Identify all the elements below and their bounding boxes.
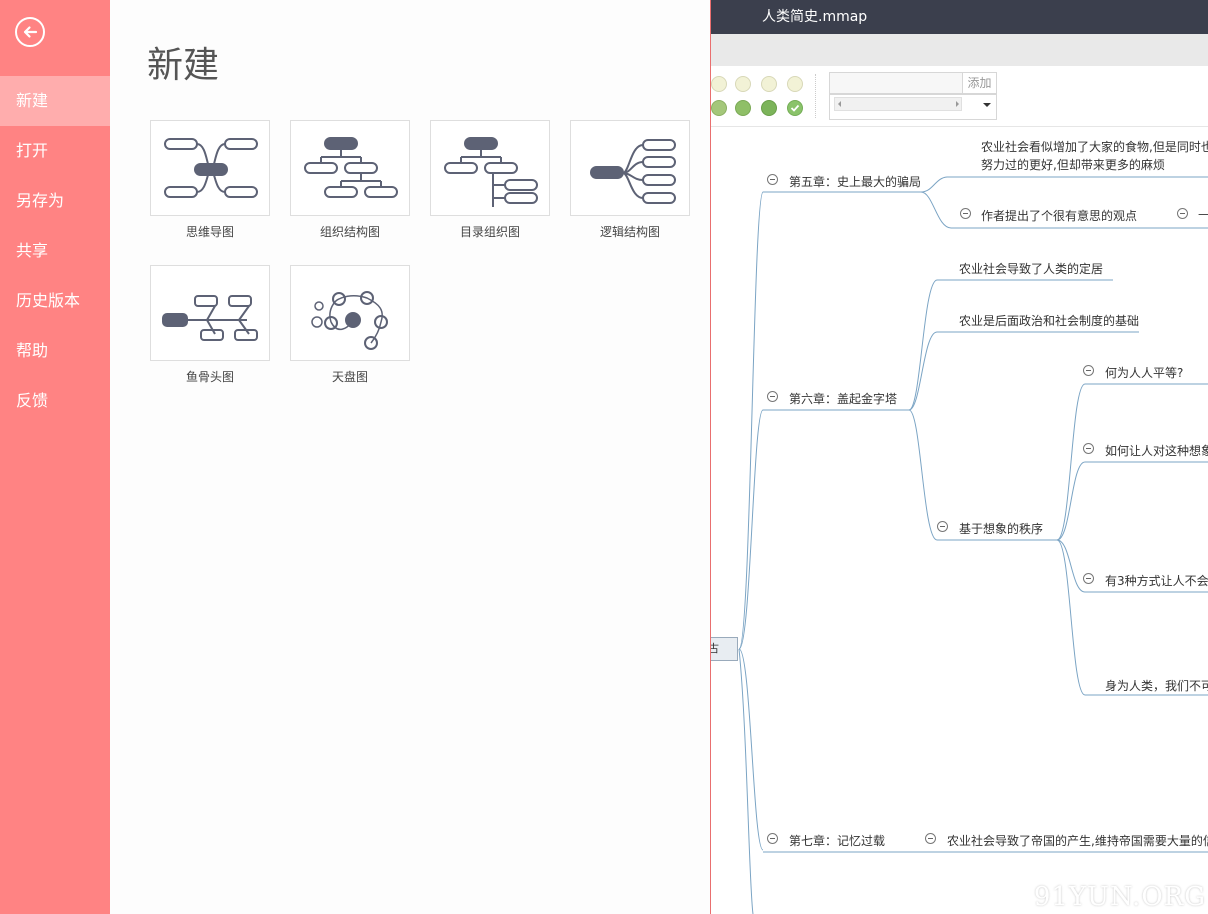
watermark: 91YUN.ORG (1033, 882, 1206, 912)
topic-settlement[interactable]: 农业社会导致了人类的定居 (959, 262, 1104, 276)
toolbar: 添加 (711, 66, 1208, 127)
collapse-toggle[interactable] (1177, 208, 1188, 219)
progress-icon[interactable] (735, 100, 751, 116)
menu-bar (711, 34, 1208, 66)
template-thumbnail (430, 120, 550, 216)
template-logic-chart[interactable]: 逻辑结构图 (570, 120, 690, 240)
horizontal-scrollbar[interactable] (834, 97, 962, 111)
sidebar-item-help[interactable]: 帮助 (16, 341, 49, 360)
topic-chapter-5-note-line2: 努力过的更好,但却带来更多的麻烦 (981, 158, 1165, 172)
template-org-chart[interactable]: 组织结构图 (290, 120, 410, 240)
template-mind-map[interactable]: 思维导图 (150, 120, 270, 240)
mind-map-connectors (738, 176, 1208, 914)
topic-imagined-order[interactable]: 基于想象的秩序 (959, 522, 1044, 536)
sidebar-item-share[interactable]: 共享 (16, 241, 49, 260)
topic-as-humans[interactable]: 身为人类，我们不可 (1105, 679, 1208, 693)
logic-chart-icon (590, 139, 676, 204)
arrow-left-icon (23, 26, 38, 38)
template-thumbnail (150, 120, 270, 216)
back-button[interactable] (15, 17, 45, 47)
fishbone-icon (162, 295, 258, 341)
topic-equality[interactable]: 何为人人平等? (1105, 366, 1184, 380)
topic-empire[interactable]: 农业社会导致了帝国的产生,维持帝国需要大量的信 (947, 834, 1208, 848)
template-thumbnail (150, 265, 270, 361)
collapse-toggle[interactable] (767, 174, 778, 185)
template-label: 思维导图 (185, 225, 234, 239)
progress-icon[interactable] (761, 100, 777, 116)
mind-map-icon (164, 138, 258, 198)
template-thumbnail (290, 265, 410, 361)
template-directory-chart[interactable]: 目录组织图 (430, 120, 550, 240)
topic-chapter-6[interactable]: 第六章：盖起金字塔 (789, 392, 898, 406)
collapse-toggle[interactable] (1083, 443, 1094, 454)
topic-three-ways[interactable]: 有3种方式让人不会 (1105, 574, 1208, 588)
add-button[interactable]: 添加 (963, 72, 997, 94)
topic-chapter-5-note-line1[interactable]: 农业社会看似增加了大家的食物,但是同时也 (981, 140, 1208, 154)
template-label: 鱼骨头图 (185, 370, 234, 384)
topic-author-viewpoint[interactable]: 作者提出了个很有意思的观点 (981, 209, 1138, 223)
toolbar-separator (815, 74, 817, 118)
sidebar-item-save-as[interactable]: 另存为 (16, 191, 65, 210)
template-label: 天盘图 (331, 370, 368, 384)
new-panel: 新建 思维导图 组织结构图 (110, 0, 710, 914)
progress-icon[interactable] (711, 76, 727, 92)
topic-author-viewpoint-child[interactable]: — (1198, 207, 1208, 221)
title-bar: 人类简史.mmap (711, 0, 1208, 34)
template-label: 组织结构图 (319, 225, 380, 239)
topic-belief[interactable]: 如何让人对这种想象 (1105, 444, 1208, 458)
progress-icon[interactable] (735, 76, 751, 92)
document-title: 人类简史.mmap (762, 9, 868, 25)
add-select[interactable] (829, 94, 997, 120)
page-title: 新建 (147, 45, 220, 86)
template-celestial[interactable]: 天盘图 (290, 265, 410, 385)
topic-chapter-7[interactable]: 第七章：记忆过载 (789, 834, 886, 848)
sidebar-item-history[interactable]: 历史版本 (16, 291, 81, 310)
progress-icon[interactable] (787, 76, 803, 92)
template-label: 目录组织图 (459, 225, 520, 239)
celestial-map-icon (311, 291, 388, 350)
collapse-toggle[interactable] (960, 208, 971, 219)
topic-agriculture-foundation[interactable]: 农业是后面政治和社会制度的基础 (959, 314, 1140, 328)
progress-icon[interactable] (711, 100, 727, 116)
root-topic[interactable]: 古 (711, 637, 738, 661)
collapse-toggle[interactable] (1083, 365, 1094, 376)
template-thumbnail (290, 120, 410, 216)
chevron-down-icon (983, 103, 991, 107)
editor-window: 人类简史.mmap 添加 (710, 0, 1208, 914)
sidebar-item-open[interactable]: 打开 (16, 141, 49, 160)
org-chart-icon (304, 137, 398, 198)
sidebar: 新建 打开 另存为 共享 历史版本 帮助 反馈 (0, 0, 110, 914)
collapse-toggle[interactable] (937, 521, 948, 532)
template-thumbnail (570, 120, 690, 216)
check-complete-icon[interactable] (787, 100, 803, 116)
directory-chart-icon (444, 137, 538, 207)
progress-icon[interactable] (761, 76, 777, 92)
template-label: 逻辑结构图 (599, 225, 660, 239)
template-fishbone[interactable]: 鱼骨头图 (150, 265, 270, 385)
collapse-toggle[interactable] (1083, 573, 1094, 584)
sidebar-item-new[interactable]: 新建 (0, 76, 110, 126)
collapse-toggle[interactable] (767, 833, 778, 844)
sidebar-item-feedback[interactable]: 反馈 (16, 391, 49, 410)
collapse-toggle[interactable] (925, 833, 936, 844)
add-text-input[interactable] (829, 72, 963, 94)
collapse-toggle[interactable] (767, 391, 778, 402)
topic-chapter-5[interactable]: 第五章：史上最大的骗局 (789, 175, 922, 189)
